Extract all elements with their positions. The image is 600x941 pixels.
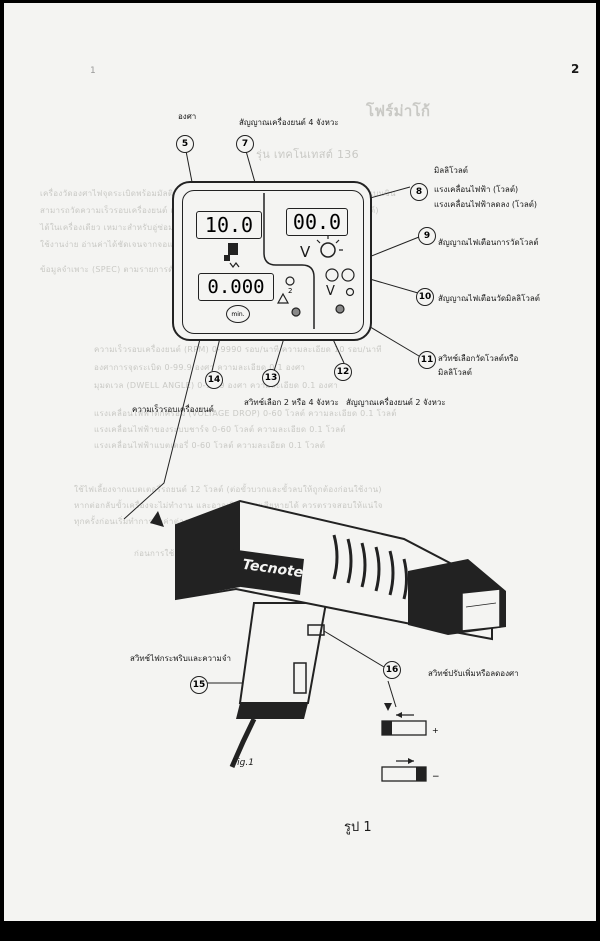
- callout-12: 12: [334, 363, 352, 381]
- figure-label: รูป 1: [344, 820, 372, 835]
- switch-position-icons: + −: [381, 712, 440, 782]
- panel-icons: 2: [224, 235, 355, 317]
- volt-unit-small: V: [326, 284, 335, 299]
- strobe-trigger: [293, 662, 307, 694]
- svg-text:+: +: [432, 726, 439, 735]
- ghost-subtitle: รุ่น เทคโนเทสต์ 136: [256, 148, 359, 161]
- rpm-unit-badge: min.: [226, 305, 250, 323]
- label-signal-measure-millivolt: สัญญาณไฟเตือนวัดมิลลิโวลต์: [438, 294, 540, 303]
- label-millivolt-top: มิลลิโวลต์: [434, 166, 468, 175]
- rpm-display: 0.000: [198, 273, 274, 301]
- volt-indicator-led: [325, 268, 339, 282]
- panel-divider: [263, 193, 315, 329]
- callout-5: 5: [176, 135, 194, 153]
- callout-11: 11: [418, 351, 436, 369]
- label-voltage-drop: แรงเคลื่อนไฟฟ้าลดลง (โวลต์): [434, 200, 538, 209]
- rpm-value: 0.000: [207, 276, 265, 298]
- page-number: 2: [571, 62, 580, 76]
- stroke-selector-led: [285, 276, 295, 286]
- label-engine-speed: ความเร็วรอบเครื่องยนต์: [132, 405, 214, 414]
- spark-plug-icon: [224, 243, 240, 268]
- ghost-line: ข้อมูลจำเพาะ (SPEC) ตามรายการดังนี้: [40, 265, 184, 274]
- label-switch-2-or-4: สวิทช์เลือก 2 หรือ 4 จังหวะ: [244, 398, 339, 407]
- label-signal-2stroke: สัญญาณเครื่องยนต์ 2 จังหวะ: [346, 398, 446, 407]
- label-switch-select-millivolt: มิลลิโวลต์: [438, 368, 472, 377]
- manual-page: โฟร์ม่าโก้ รุ่น เทคโนเทสต์ 136 เครื่องวั…: [4, 3, 596, 921]
- label-strobe-switch: สวิทช์ไฟกระพริบและความจำ: [130, 654, 231, 663]
- label-signal-4stroke: สัญญาณเครื่องยนต์ 4 จังหวะ: [239, 118, 339, 127]
- ghost-line: แรงเคลื่อนไฟฟ้าตกคร่อม (VOLTAGE DROP) 0-…: [94, 409, 397, 418]
- volt-switch-button: [335, 304, 345, 314]
- millivolt-indicator-led: [341, 268, 355, 282]
- ghost-line: ความเร็วรอบเครื่องยนต์ (RPM) 0-9990 รอบ/…: [94, 345, 382, 354]
- callout-9: 9: [418, 227, 436, 245]
- corner-mark: 1: [90, 66, 96, 76]
- stroke-switch-button: [291, 307, 301, 317]
- warning-icon: 2: [276, 287, 292, 304]
- display-panel: [172, 181, 372, 341]
- label-angle: องศา: [178, 112, 197, 121]
- ghost-line: แรงเคลื่อนไฟฟ้าของระบบชาร์จ 0-60 โวลต์ ค…: [94, 425, 346, 434]
- advance-rocker: [307, 624, 325, 636]
- display-panel-inner: [182, 190, 364, 334]
- ghost-line: ใช้ไฟเลี้ยงจากแบตเตอรี่รถยนต์ 12 โวลต์ (…: [74, 485, 382, 494]
- lamp-icon: [316, 235, 343, 258]
- advance-value: 10.0: [204, 213, 254, 237]
- volt-unit: V: [300, 243, 311, 261]
- ghost-line: แรงเคลื่อนไฟฟ้าแบตเตอรี่ 0-60 โวลต์ ความ…: [94, 441, 326, 450]
- callout-15: 15: [190, 676, 208, 694]
- label-signal-measure-volt: สัญญาณไฟเตือนการวัดโวลต์: [438, 238, 539, 247]
- label-switch-select-volt: สวิทช์เลือกวัดโวลต์หรือ: [438, 354, 519, 363]
- label-advance-switch: สวิทช์ปรับเพิ่มหรือลดองศา: [428, 669, 519, 678]
- lamp-small-icon: [345, 287, 355, 297]
- timing-gun-illustration: + −: [175, 499, 506, 782]
- ghost-line: องศาการจุดระเบิด 0-99.9 องศา ความละเอียด…: [94, 363, 306, 372]
- label-battery-voltage: แรงเคลื่อนไฟฟ้า (โวลต์): [434, 185, 519, 194]
- callout-13: 13: [262, 369, 280, 387]
- svg-text:2: 2: [288, 287, 292, 295]
- fig-caption: Fig.1: [232, 758, 254, 768]
- callout-10: 10: [416, 288, 434, 306]
- callout-7: 7: [236, 135, 254, 153]
- callout-8: 8: [410, 183, 428, 201]
- strobe-lens-icon: [461, 588, 501, 632]
- callout-16: 16: [383, 661, 401, 679]
- ghost-title: โฟร์ม่าโก้: [366, 102, 431, 120]
- callout-14: 14: [205, 371, 223, 389]
- footer-bar: [0, 921, 600, 941]
- rpm-unit: min.: [231, 310, 245, 318]
- advance-display: 10.0: [196, 211, 262, 239]
- svg-text:−: −: [432, 772, 440, 782]
- voltage-value: 00.0: [292, 210, 342, 234]
- voltage-display: 00.0: [286, 208, 348, 236]
